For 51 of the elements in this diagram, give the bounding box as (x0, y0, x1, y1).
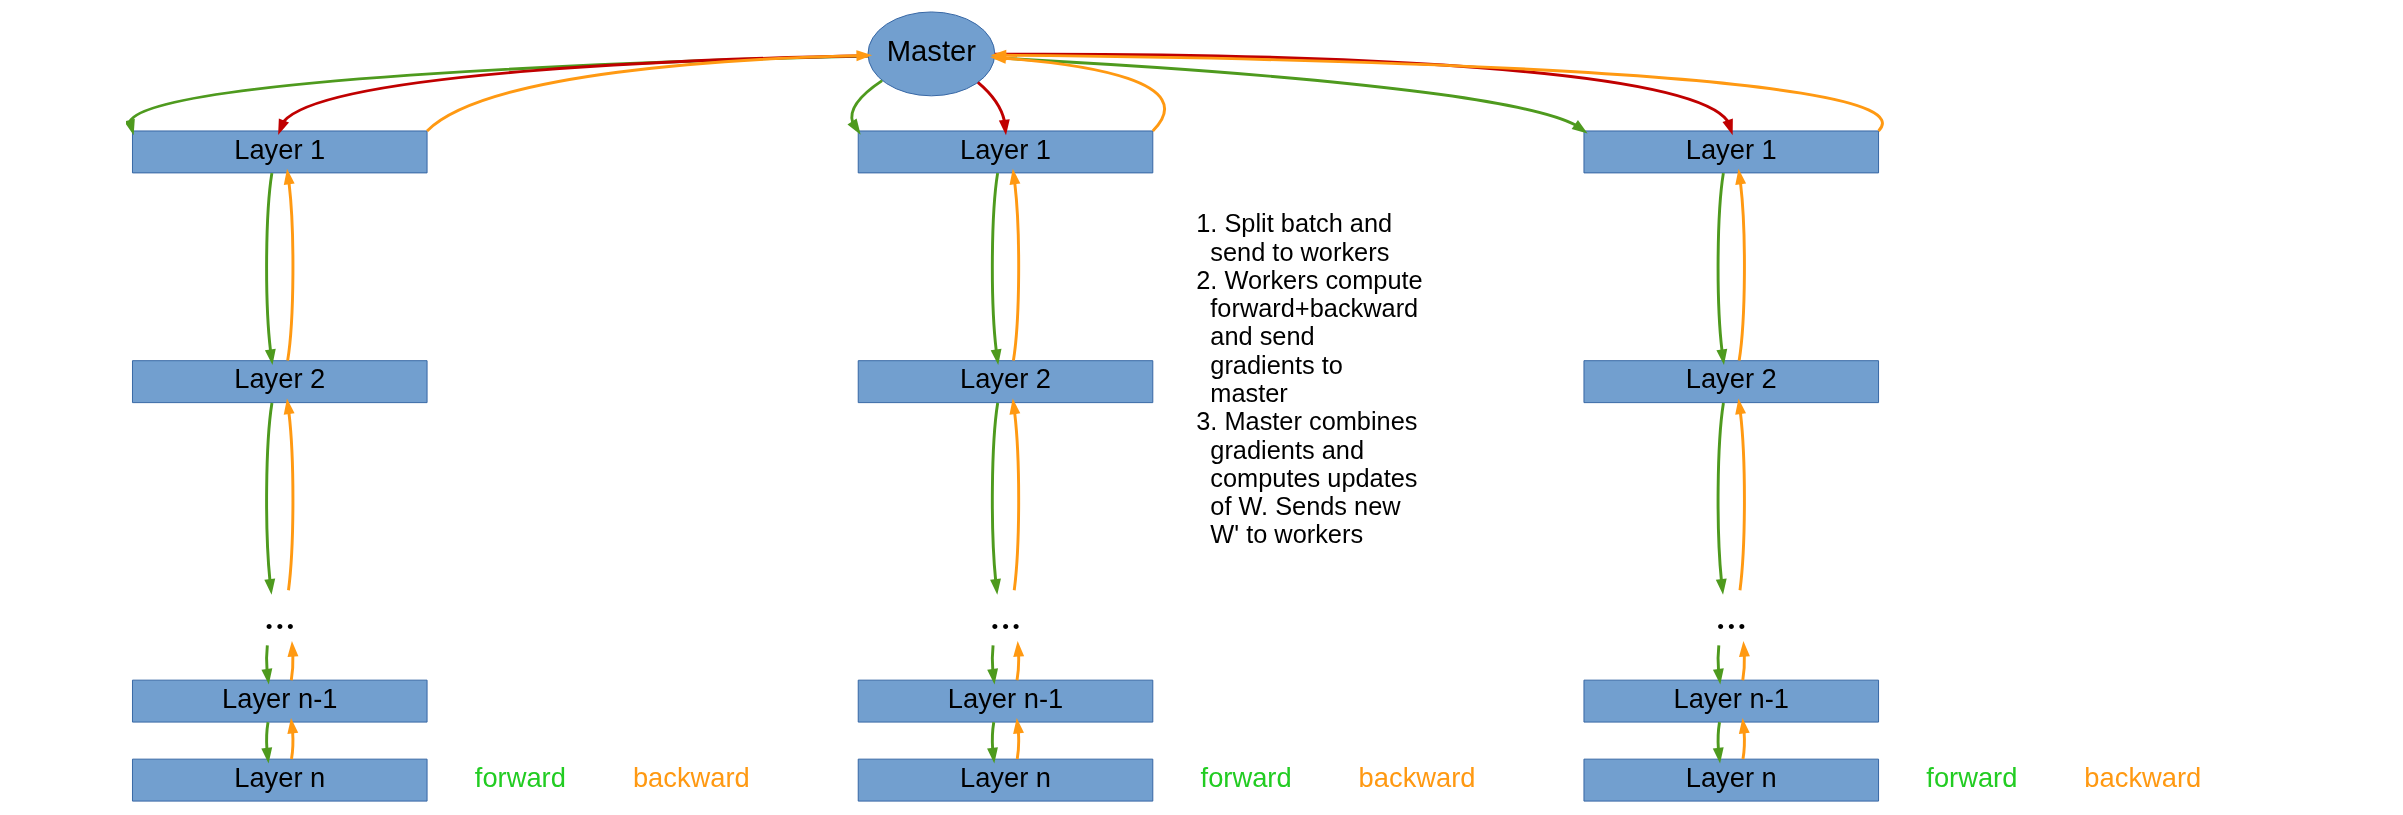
arrow (1715, 402, 1727, 595)
node-text: ... (263, 590, 296, 638)
arrow (283, 168, 295, 361)
arrow (287, 640, 298, 681)
node-box: Layer 1 (857, 130, 1153, 174)
arrow (986, 722, 998, 764)
node-box: Layer 1 (131, 130, 428, 174)
arrow (1712, 645, 1724, 685)
arrow (263, 402, 275, 595)
node-ellipse: Master (867, 11, 995, 97)
arrow (283, 398, 295, 591)
node-box: Layer 1 (1582, 130, 1879, 174)
arrow (986, 645, 998, 685)
node-label: backward (2083, 762, 2201, 794)
node-box: Layer n (1582, 758, 1879, 802)
node-box: Layer 2 (857, 360, 1153, 404)
node-text: ... (1714, 590, 1747, 638)
node-label: backward (1358, 762, 1475, 794)
node-box: Layer 2 (131, 360, 428, 404)
label: 1. Split batch and send to workers (1195, 209, 1392, 266)
node-box: Layer n (857, 758, 1153, 802)
arrow (989, 402, 1001, 595)
arrow (846, 79, 883, 135)
arrow (1738, 640, 1750, 681)
arrow (1738, 717, 1750, 760)
arrow (1009, 168, 1020, 361)
arrow (1734, 398, 1746, 591)
node-box: Layer n-1 (1582, 679, 1879, 723)
arrow (264, 172, 276, 365)
arrow (425, 50, 872, 133)
arrow (1715, 172, 1727, 365)
node-box: Layer n (131, 758, 428, 802)
node-label: forward (1200, 762, 1292, 794)
node-box: Layer n-1 (857, 679, 1153, 723)
node-box: Layer n-1 (131, 679, 428, 723)
arrow (260, 645, 272, 685)
label: 3. Master combines gradients and computes updates of W. Sends new W' to workers (1195, 407, 1418, 549)
arrow (1712, 722, 1724, 764)
arrow (1012, 717, 1024, 760)
arrow (286, 717, 298, 760)
arrow (990, 172, 1001, 365)
label: 2. Workers compute forward+backward and send gradients to master (1195, 265, 1423, 407)
node-box: Layer 2 (1582, 360, 1879, 404)
arrow (1012, 640, 1024, 681)
arrow (260, 722, 272, 764)
arrow (1008, 398, 1020, 591)
node-label: forward (1925, 762, 2017, 794)
arrow (1734, 168, 1746, 361)
node-label: backward (632, 762, 750, 794)
node-label: forward (474, 762, 566, 794)
node-text: ... (988, 590, 1022, 638)
